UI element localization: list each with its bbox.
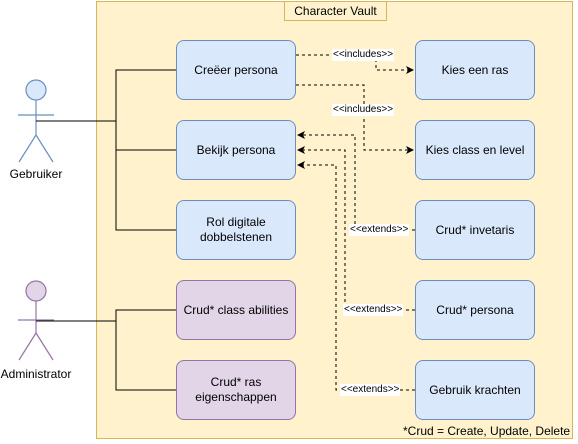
administrator-actor-figure — [18, 280, 54, 361]
usecase-gebruik-krachten[interactable]: Gebruik krachten — [415, 360, 535, 420]
usecase-bekijk-persona[interactable]: Bekijk persona — [176, 120, 296, 180]
extends-arrow-krachten — [297, 161, 415, 391]
extends-arrow-invetaris — [297, 131, 415, 231]
usecase-rol-dobbelstenen[interactable]: Rol digitale dobbelstenen — [176, 200, 296, 260]
usecase-crud-class-abilities[interactable]: Crud* class abilities — [176, 280, 296, 340]
usecase-kies-class[interactable]: Kies class en level — [415, 120, 535, 180]
gebruiker-actor-figure — [18, 79, 54, 163]
usecase-kies-ras[interactable]: Kies een ras — [415, 40, 535, 100]
extends-arrow-persona — [297, 146, 415, 311]
usecase-crud-invetaris[interactable]: Crud* invetaris — [415, 200, 535, 260]
usecase-creeer-persona[interactable]: Creëer persona — [176, 40, 296, 100]
extends-label-invetaris: <<extends>> — [349, 224, 410, 236]
system-title: Character Vault — [284, 1, 387, 21]
includes-label-ras: <<includes>> — [332, 49, 395, 61]
includes-label-class: <<includes>> — [332, 104, 395, 116]
crud-footnote: *Crud = Create, Update, Delete — [403, 424, 571, 438]
administrator-label: Administrator — [0, 367, 72, 381]
administrator-associations — [36, 309, 176, 391]
usecase-crud-ras[interactable]: Crud* ras eigenschappen — [176, 360, 296, 420]
gebruiker-associations — [36, 69, 176, 231]
extends-label-persona: <<extends>> — [343, 304, 404, 316]
gebruiker-label: Gebruiker — [9, 167, 63, 181]
usecase-crud-persona[interactable]: Crud* persona — [415, 280, 535, 340]
extends-label-krachten: <<extends>> — [340, 384, 401, 396]
includes-arrow-class — [296, 84, 414, 154]
